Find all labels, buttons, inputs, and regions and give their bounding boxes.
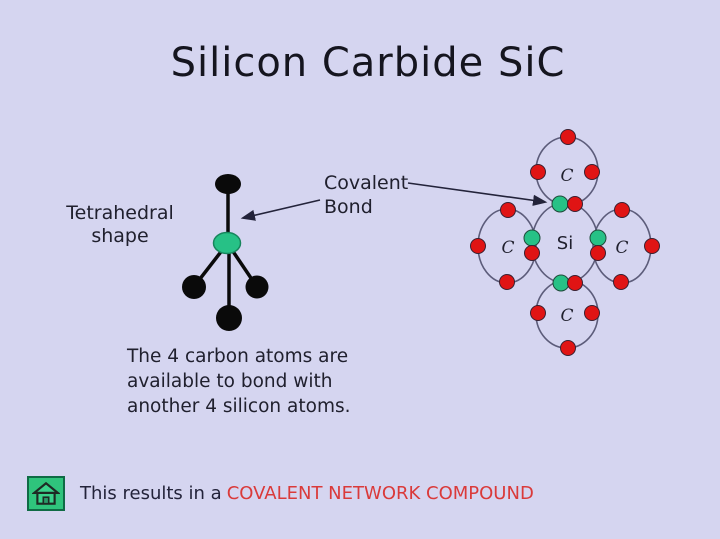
shared-electron xyxy=(523,229,541,247)
shared-electron xyxy=(552,274,570,292)
tetrahedral-label-line1: Tetrahedral xyxy=(66,202,174,224)
electron xyxy=(590,245,606,261)
carbon-atom xyxy=(215,174,241,194)
electron xyxy=(499,274,515,290)
carbon-atom xyxy=(182,275,206,299)
carbon-label-bottom: C xyxy=(560,306,573,326)
electron xyxy=(530,305,546,321)
silicon-label: Si xyxy=(557,233,573,254)
footer-highlight: COVALENT NETWORK COMPOUND xyxy=(226,483,534,504)
electron xyxy=(644,238,660,254)
covalent-bond-label: Covalent Bond xyxy=(324,171,408,219)
body-text-line2: available to bond with xyxy=(127,371,333,392)
covalent-bond-arrow-right xyxy=(407,182,548,206)
carbon-label-left: C xyxy=(501,238,514,258)
shared-electron xyxy=(551,195,569,213)
electron xyxy=(567,275,583,291)
shared-electron xyxy=(589,229,607,247)
electron xyxy=(530,164,546,180)
covalent-bond-arrow-left xyxy=(240,199,321,221)
footer-prefix: This results in a xyxy=(80,483,222,504)
electron xyxy=(470,238,486,254)
tetrahedral-shape-label: Tetrahedral shape xyxy=(40,202,200,248)
electron xyxy=(584,164,600,180)
body-text-line3: another 4 silicon atoms. xyxy=(127,396,351,417)
electron xyxy=(584,305,600,321)
tetrahedral-diagram xyxy=(182,174,269,331)
electron-shell-diagram: Si C C C C xyxy=(470,129,660,356)
electron xyxy=(560,129,576,145)
electron xyxy=(614,202,630,218)
home-button[interactable] xyxy=(27,476,65,511)
carbon-label-top: C xyxy=(560,166,573,186)
carbon-label-right: C xyxy=(615,238,628,258)
slide-title: Silicon Carbide SiC xyxy=(170,40,566,86)
silicon-atom xyxy=(212,231,242,255)
body-text-line1: The 4 carbon atoms are xyxy=(127,346,349,367)
carbon-atom xyxy=(216,305,242,331)
home-icon xyxy=(32,481,60,505)
electron xyxy=(560,340,576,356)
electron xyxy=(567,196,583,212)
electron xyxy=(613,274,629,290)
covalent-label-line2: Bond xyxy=(324,196,373,218)
carbon-atom xyxy=(245,275,269,299)
body-text: The 4 carbon atoms are available to bond… xyxy=(127,344,350,419)
tetrahedral-label-line2: shape xyxy=(91,225,149,247)
electron xyxy=(500,202,516,218)
covalent-label-line1: Covalent xyxy=(324,172,409,194)
electron xyxy=(524,245,540,261)
